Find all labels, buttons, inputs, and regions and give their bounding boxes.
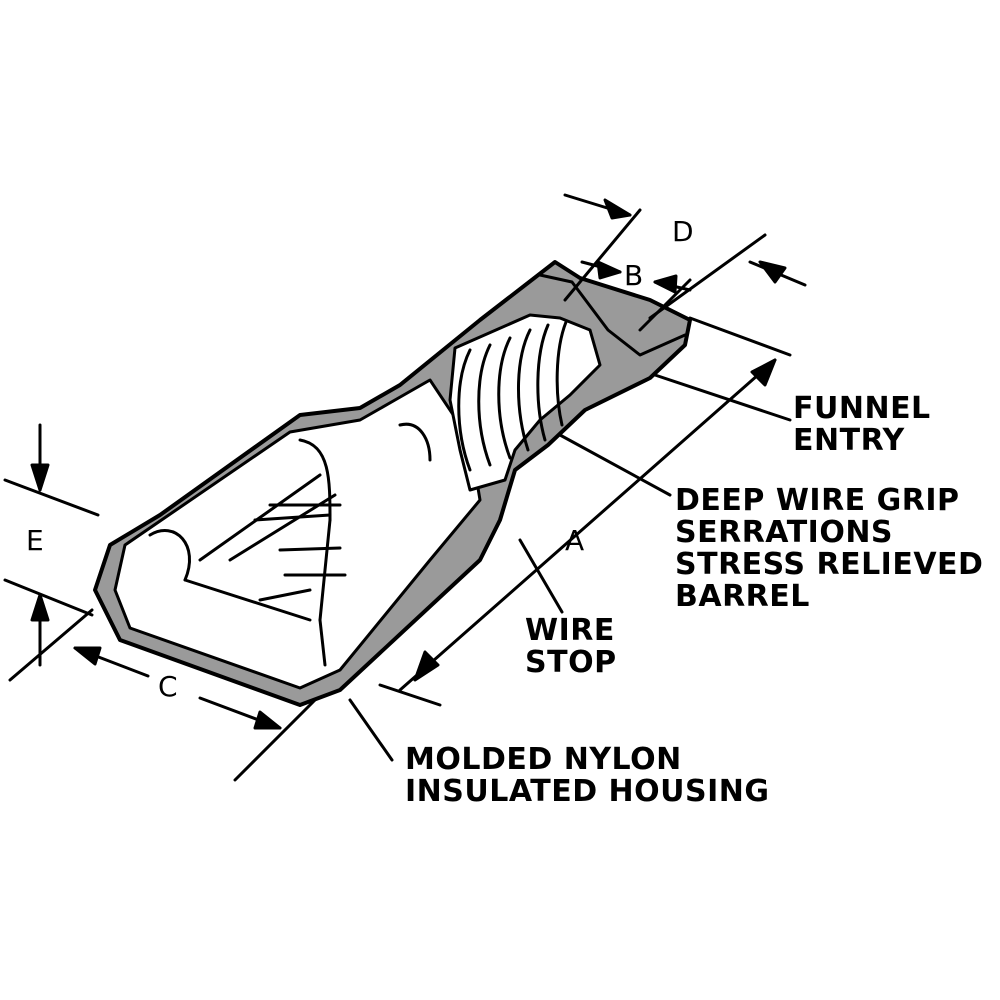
receptacle-contacts [148, 422, 432, 667]
dimension-label-b: B [624, 259, 644, 292]
dimension-label-c: C [158, 670, 178, 703]
dimension-e [3, 423, 100, 667]
funnel-entry-leader [653, 373, 792, 422]
dimension-c [8, 608, 317, 782]
callout-molded-nylon-line1: MOLDED NYLON [405, 742, 682, 777]
dimension-a [378, 233, 807, 707]
dimension-label-e: E [26, 524, 44, 557]
receptacle-opening [113, 378, 482, 690]
callout-funnel-entry-line2: ENTRY [793, 423, 905, 458]
callout-funnel-entry-line1: FUNNEL [793, 391, 931, 426]
molded-nylon-leader [348, 698, 394, 762]
callout-wire-stop-line1: WIRE [525, 613, 615, 648]
callout-molded-nylon-line2: INSULATED HOUSING [405, 774, 770, 809]
callout-deep-wire-grip-line2: SERRATIONS [675, 515, 894, 550]
dimension-d [563, 193, 642, 302]
callout-deep-wire-grip-line4: BARREL [675, 579, 810, 614]
deep-wire-grip-leader [558, 433, 672, 497]
dimension-label-d: D [672, 215, 694, 248]
dimension-b [580, 260, 692, 332]
callout-deep-wire-grip-line1: DEEP WIRE GRIP [675, 483, 960, 518]
callout-deep-wire-grip-line3: STRESS RELIEVED [675, 547, 984, 582]
dimension-label-a: A [565, 524, 585, 557]
wire-grip-serrations [457, 320, 568, 472]
callout-wire-stop-line2: STOP [525, 645, 617, 680]
funnel-entry-flare [538, 273, 687, 357]
wire-stop-leader [518, 538, 564, 614]
